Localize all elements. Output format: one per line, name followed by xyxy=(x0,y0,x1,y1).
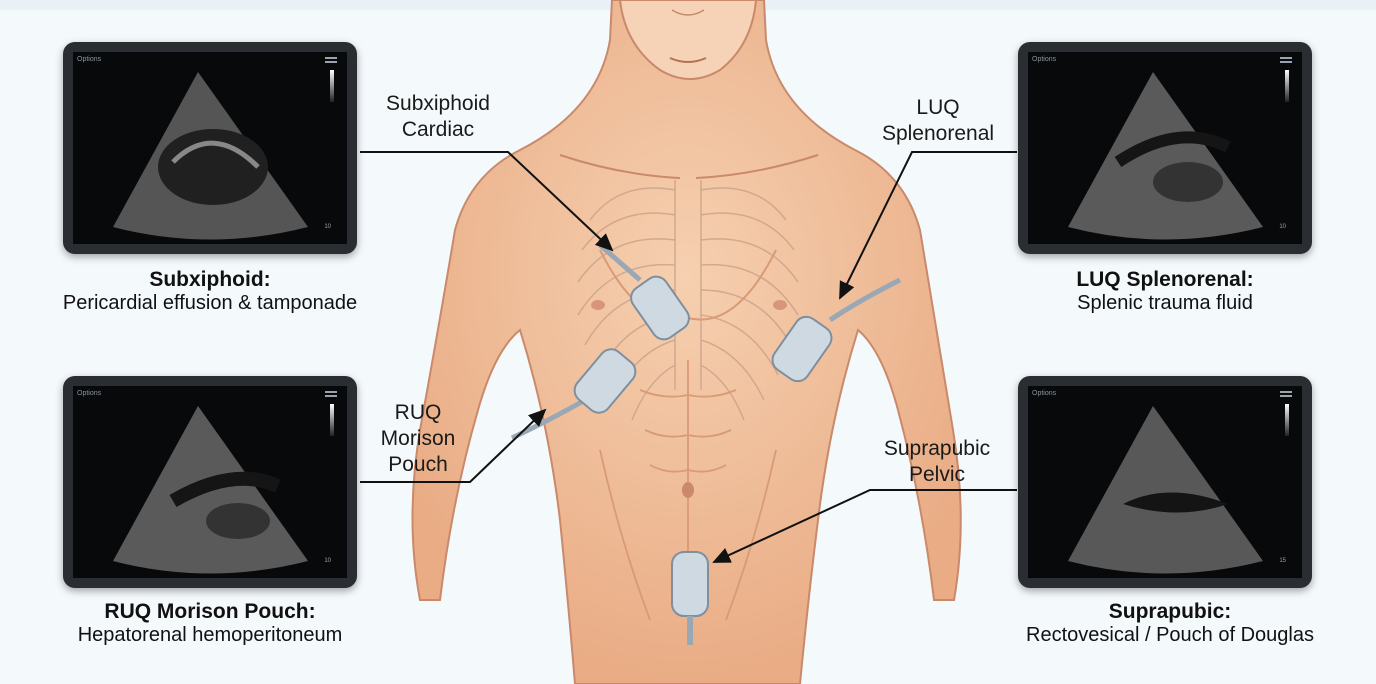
probe-suprapubic xyxy=(671,551,709,645)
abdominals xyxy=(599,360,777,621)
caption-title: Suprapubic: xyxy=(1108,600,1232,623)
nipple-right xyxy=(773,300,787,310)
lips xyxy=(669,57,707,63)
ultrasound-tablet-suprapubic: Options 15 xyxy=(1018,376,1312,588)
leader-ruq xyxy=(360,408,547,483)
caption-subxiphoid: Subxiphoid: Pericardial effusion & tampo… xyxy=(20,268,400,315)
caption-subtitle: Pericardial effusion & tamponade xyxy=(62,292,358,314)
probe-label-subxiphoid: Subxiphoid Cardiac xyxy=(386,92,490,141)
depth-scale-label: 10 xyxy=(324,224,331,230)
menu-icon[interactable] xyxy=(1280,391,1292,393)
grayscale-bar xyxy=(330,70,334,102)
probe-label-suprapubic: Suprapubic Pelvic xyxy=(883,437,991,486)
ultrasound-screen: Options 10 xyxy=(73,386,347,578)
navel xyxy=(682,482,694,498)
leader-suprapubic xyxy=(712,489,1017,563)
ultrasound-image xyxy=(1068,406,1263,574)
torso xyxy=(411,0,962,684)
ultrasound-image xyxy=(1068,72,1263,240)
grayscale-bar xyxy=(330,404,334,436)
probe-label-luq: LUQ Splenorenal xyxy=(881,96,995,145)
caption-title: LUQ Splenorenal: xyxy=(1076,268,1254,291)
ultrasound-tablet-ruq: Options 10 xyxy=(63,376,357,588)
depth-scale-label: 15 xyxy=(1279,558,1286,564)
caption-luq: LUQ Splenorenal: Splenic trauma fluid xyxy=(975,268,1355,315)
caption-title: Subxiphoid: xyxy=(149,268,271,291)
menu-icon[interactable] xyxy=(325,57,337,59)
caption-subtitle: Hepatorenal hemoperitoneum xyxy=(77,624,343,646)
leader-subxiphoid xyxy=(360,151,614,252)
caption-title: RUQ Morison Pouch: xyxy=(104,600,316,623)
probe-luq xyxy=(771,277,902,383)
ultrasound-screen: Options 15 xyxy=(1028,386,1302,578)
ultrasound-tablet-subxiphoid: Options 10 xyxy=(63,42,357,254)
caption-ruq: RUQ Morison Pouch: Hepatorenal hemoperit… xyxy=(20,600,400,647)
ultrasound-image xyxy=(113,406,308,574)
probe-label-ruq: RUQ Morison Pouch xyxy=(380,401,456,476)
leader-luq xyxy=(839,151,1017,300)
face xyxy=(618,0,758,80)
caption-suprapubic: Suprapubic: Rectovesical / Pouch of Doug… xyxy=(975,600,1365,647)
ultrasound-screen: Options 10 xyxy=(1028,52,1302,244)
screen-options-label[interactable]: Options xyxy=(77,56,102,63)
grayscale-bar xyxy=(1285,70,1289,102)
screen-options-label[interactable]: Options xyxy=(1032,56,1057,63)
ultrasound-image xyxy=(113,72,308,240)
menu-icon[interactable] xyxy=(1280,57,1292,59)
nipple-left xyxy=(591,300,605,310)
screen-options-label[interactable]: Options xyxy=(77,390,102,397)
clavicles xyxy=(559,154,819,179)
caption-subtitle: Splenic trauma fluid xyxy=(1077,292,1253,314)
ultrasound-tablet-luq: Options 10 xyxy=(1018,42,1312,254)
screen-options-label[interactable]: Options xyxy=(1032,390,1057,397)
depth-scale-label: 10 xyxy=(324,558,331,564)
depth-scale-label: 10 xyxy=(1279,224,1286,230)
menu-icon[interactable] xyxy=(325,391,337,393)
caption-subtitle: Rectovesical / Pouch of Douglas xyxy=(1026,624,1314,646)
ultrasound-screen: Options 10 xyxy=(73,52,347,244)
grayscale-bar xyxy=(1285,404,1289,436)
